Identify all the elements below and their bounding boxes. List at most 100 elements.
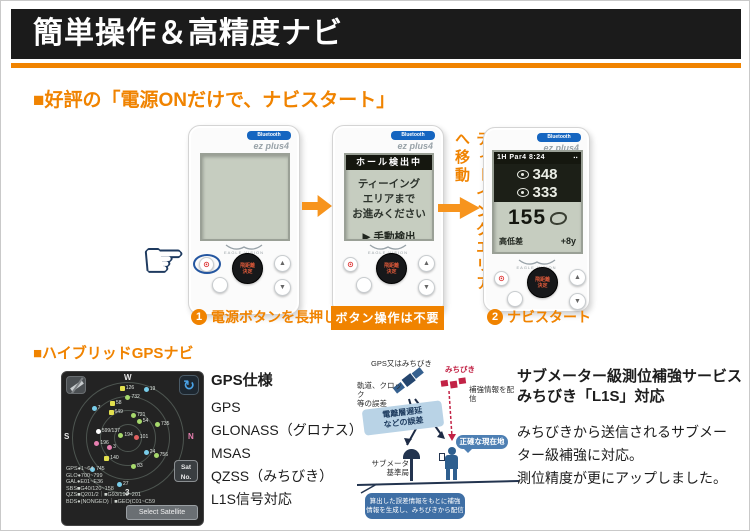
step2-number: 2 [487,309,503,325]
ok-button: 飛距離 決定 [232,253,263,284]
gps-satellite-label: GPS又はみちびき [371,359,432,368]
ok-button-label-bottom: 決定 [242,268,253,275]
green-front-icon [517,187,530,197]
device-buttons: ⊙ 飛距離 決定 ▲ ▼ [484,267,589,327]
satellite-number: 27 [122,481,129,488]
down-icon: ▼ [423,284,430,291]
service-heading-line2: みちびき「L1S」対応 [517,388,665,405]
gps-spec-item: GPS [211,399,241,415]
note-line1: 算出した誤差情報をもとに補強 [369,498,461,505]
gps-section-heading: ■ハイブリッドGPSナビ [33,345,194,362]
up-icon: ▲ [574,274,581,281]
satellite-number: 54 [142,418,149,425]
down-button: ▼ [418,279,435,296]
step2-caption: 2 ナビスタート [487,307,591,327]
satellite-number: 721 [137,412,146,419]
gps-spec-item: QZSS（みちびき） [211,468,334,484]
ok-button-label-top: 飛距離 [534,276,550,283]
green-shape-icon [550,211,568,225]
satellite-dot: 196 [94,440,109,446]
maker-name: EAGLE VISION [367,250,408,255]
radar-ring [100,410,156,466]
step1-caption: 1 電源ボタンを長押し。 [191,307,351,327]
screen-header: ホール検出中 [346,155,432,170]
sat-no-button: Sat No. [174,460,198,482]
sat-no-label1: Sat [180,464,192,471]
select-satellite-button: Select Satellite [126,505,198,520]
satellite-dot: 735 [155,421,169,428]
satellite-dot: 24 [143,449,155,456]
down-icon: ▼ [279,284,286,291]
sat-no-label2: No. [180,474,192,481]
device-brand-logo: ez plus4 [543,143,579,153]
legend-line: GAL●E01~E36 [66,479,104,485]
power-button: ⊙ [494,271,509,286]
up-icon: ▲ [423,260,430,267]
orbit-error-label: 軌道、クロック 等の誤差 [357,381,402,408]
maker-name: EAGLE VISION [223,250,264,255]
satellite-number: 735 [161,421,170,428]
satellite-number: 58 [115,400,122,407]
ok-button: 飛距離 決定 [527,267,558,298]
down-icon: ▼ [574,298,581,305]
satellite-number: 140 [110,455,119,462]
service-body-line: ター級補強に対応。 [517,447,643,463]
up-button: ▲ [418,255,435,272]
bluetooth-badge: Bluetooth [537,133,581,142]
satellite-number: 732 [131,393,140,400]
accurate-position-bubble: 正確な現在地 [456,435,508,453]
device-photo-power-on: Bluetooth ez plus4 EAGLE VISION ⊙ 飛距離 決定… [188,125,300,315]
service-body-line: みちびきから送信されるサブメー [517,424,727,440]
device-screen-hole-detect: ホール検出中 ティーイングエリアまでお進みください ▶ 手動検出 [344,153,434,241]
radar-ring [72,382,184,494]
legend-line: GLO●700~799 [66,472,103,479]
up-button: ▲ [274,255,291,272]
power-button-highlight [193,254,221,274]
legend-line: GPS●1~64 [66,466,94,472]
gps-spec-item: L1S信号対応 [211,491,292,507]
satellite-dot: 58 [109,400,122,407]
clear-button [507,291,523,307]
satellite-number: 649 [114,409,123,416]
golfer-leg [446,469,450,480]
power-button: ⊙ [343,257,358,272]
down-button: ▼ [569,293,586,310]
satellite-number: 745 [96,465,105,472]
base-station-icon [403,449,420,459]
screen-message: ティーイングエリアまでお進みください [346,177,432,222]
service-body-line: 測位精度が更にアップしました。 [517,470,727,486]
front-distance: 333 [532,183,558,201]
michibiki-diagram: GPS又はみちびき みちびき 軌道、クロック 等の誤差 補強情報を配信 電離層遅… [357,353,519,525]
ok-button-label-bottom: 決定 [537,282,548,289]
elevation-panel: 高低差 +8y [494,234,581,248]
screen-message-line: お進みください [352,208,426,220]
satellite-dot: 194 [118,432,133,439]
compass-east: 3 [125,488,130,497]
step1-text: 電源ボタンを長押し。 [211,309,351,325]
hole-info: 1H Par4 8:24 [497,154,546,161]
device-brand-logo: ez plus4 [253,141,289,151]
satellite-dot: 721 [131,412,145,419]
michibiki-satellite-label: みちびき [445,365,475,374]
diagram-note: 算出した誤差情報をもとに補強 情報を生成し、みちびきから配信 [365,493,465,519]
ok-button-label-top: 飛距離 [383,262,399,269]
satellite-toggle-icon [66,376,86,394]
device-screen-blank [200,153,290,241]
distance-panel: 348 333 [494,164,581,202]
base-station-pole [410,457,413,481]
nav-section-heading: ■好評の「電源ONだけで、ナビスタート」 [33,90,396,111]
device-photo-hole-detect: Bluetooth ez plus4 ホール検出中 ティーイングエリアまでお進み… [332,125,444,315]
compass-north: N [188,432,194,441]
satellite-number: 599/137 [101,427,120,434]
satellite-dot: 83 [131,463,143,469]
satellite-number: 101 [139,433,149,440]
eagle-vision-logo: EAGLE VISION [189,243,299,255]
satellite-number: 194 [124,432,133,439]
bluetooth-badge: Bluetooth [391,131,435,140]
satellite-number: 3 [113,444,116,451]
no-button-badge: ボタン操作は不要 [331,306,444,330]
